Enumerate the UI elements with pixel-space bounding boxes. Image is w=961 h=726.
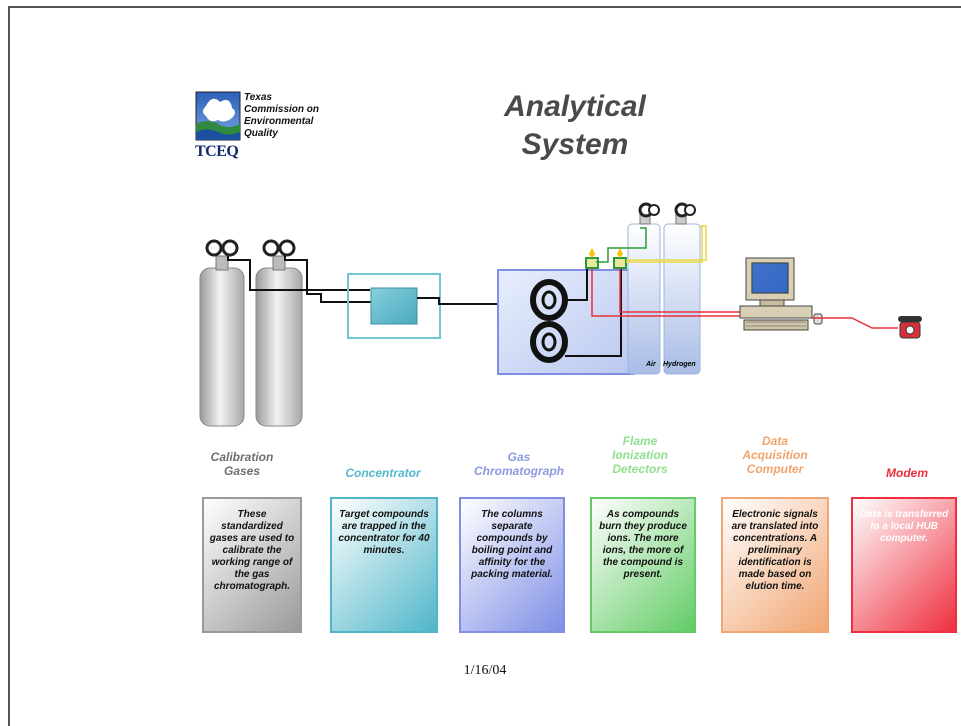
system-diagram [199, 202, 922, 427]
description-calibration-gases: These standardized gases are used to cal… [202, 497, 302, 633]
hydrogen-cylinder [663, 202, 701, 375]
flame-ionization-detector [585, 248, 627, 269]
hydrogen-label: Hydrogen [663, 361, 696, 368]
slide-title: Analytical System [504, 90, 646, 161]
logo-abbrev: TCEQ [195, 143, 239, 160]
data-acquisition-computer [739, 257, 823, 331]
gas-chromatograph-unit [497, 261, 635, 375]
logo-agency-name: Texas Commission on Environmental Qualit… [244, 92, 319, 140]
description-modem: Data is transferred to a local HUB compu… [851, 497, 957, 633]
air-label: Air [646, 361, 656, 368]
stage-label-concentrator: Concentrator [345, 466, 421, 480]
slide-frame [8, 6, 961, 726]
description-data-acquisition-computer: Electronic signals are translated into c… [721, 497, 829, 633]
slide-date: 1/16/04 [463, 663, 507, 678]
logo-line: Commission on [244, 104, 320, 115]
logo-line: Environmental [244, 116, 314, 127]
description-gas-chromatograph: The columns separate compounds by boilin… [459, 497, 565, 633]
description-flame-ionization-detectors: As compounds burn they produce ions. The… [590, 497, 696, 633]
calibration-cylinder [255, 239, 303, 427]
stage-label-modem: Modem [886, 466, 928, 480]
logo-line: Quality [244, 128, 278, 139]
logo-line: Texas [244, 92, 272, 103]
concentrator-unit [347, 273, 441, 339]
description-concentrator: Target compounds are trapped in the conc… [330, 497, 438, 633]
air-cylinder [627, 202, 661, 375]
calibration-cylinder [199, 239, 245, 427]
telephone-icon [898, 316, 922, 339]
